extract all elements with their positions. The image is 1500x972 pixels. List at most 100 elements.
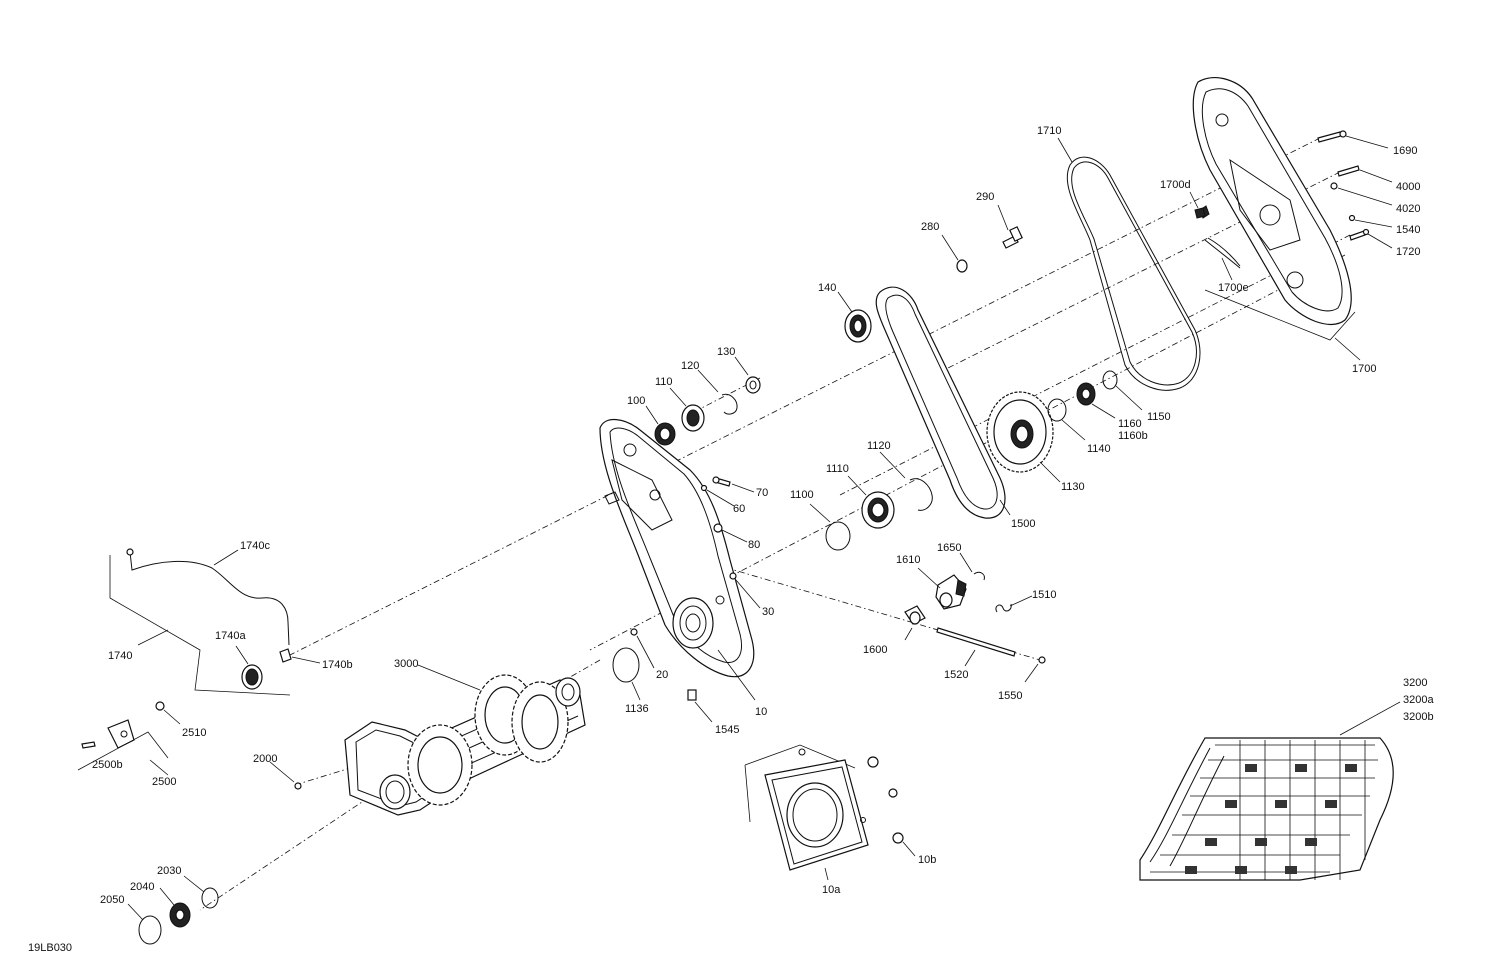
- ring-1100: [809, 503, 851, 551]
- label-1160: 1160: [1118, 418, 1142, 430]
- bolt-1690: [1317, 130, 1389, 149]
- sensor-1740a: [235, 645, 263, 690]
- bearing-1110: [847, 475, 895, 529]
- part-labels: 1690 4000 4020 1540 1720 1700 1700d 1700…: [28, 125, 1434, 954]
- label-80: 80: [748, 539, 760, 551]
- bracket-10-leader: [744, 744, 856, 823]
- bolt-70: [712, 476, 755, 493]
- ring-1120: [879, 451, 933, 511]
- ring-120: [697, 369, 738, 415]
- bracket-1700-leader: [1204, 289, 1361, 361]
- hose-1740: [109, 548, 291, 696]
- label-1720: 1720: [1396, 246, 1420, 258]
- label-140: 140: [818, 282, 836, 294]
- ring-1150: [1102, 370, 1143, 411]
- label-3000: 3000: [394, 658, 418, 670]
- label-3200b: 3200b: [1403, 711, 1434, 723]
- label-1740b: 1740b: [322, 659, 353, 671]
- label-3200: 3200: [1403, 677, 1427, 689]
- label-1600: 1600: [863, 644, 887, 656]
- chain-1500: [875, 286, 1011, 519]
- hose-1700e: [1207, 237, 1241, 281]
- chaincase-10: [599, 419, 756, 701]
- label-1690: 1690: [1393, 145, 1417, 157]
- label-10a: 10a: [822, 884, 841, 896]
- nuts-10b: [798, 748, 916, 857]
- nut-80: [713, 523, 748, 543]
- ring-2050: [127, 903, 162, 945]
- label-100: 100: [627, 395, 645, 407]
- label-290: 290: [976, 191, 994, 203]
- washer-1540: [1348, 214, 1393, 228]
- label-1136: 1136: [625, 703, 649, 715]
- label-2500b: 2500b: [92, 759, 123, 771]
- label-10: 10: [755, 706, 767, 718]
- gasket-1710: [1057, 137, 1201, 391]
- label-20: 20: [656, 669, 668, 681]
- bolt-290: [997, 204, 1023, 249]
- label-120: 120: [681, 360, 699, 372]
- label-3200a: 3200a: [1403, 694, 1434, 706]
- label-1700: 1700: [1352, 363, 1376, 375]
- label-70: 70: [756, 487, 768, 499]
- figure-code: 19LB030: [28, 942, 72, 954]
- label-1740c: 1740c: [240, 540, 270, 552]
- label-1150: 1150: [1147, 411, 1171, 423]
- gear-1130: [986, 391, 1061, 483]
- label-1540: 1540: [1396, 224, 1420, 236]
- label-1110: 1110: [826, 463, 849, 475]
- bolt-2000: [269, 761, 302, 790]
- label-1130: 1130: [1061, 481, 1085, 493]
- seal-100: [645, 405, 676, 446]
- spacer-130: [734, 356, 761, 394]
- plug-30: [729, 572, 761, 609]
- label-1700d: 1700d: [1160, 179, 1191, 191]
- bolt-4000: [1337, 165, 1393, 183]
- label-1610: 1610: [896, 554, 920, 566]
- rod-1520: [936, 627, 1016, 667]
- adjuster-1600: [904, 605, 926, 641]
- washer-4020: [1330, 182, 1393, 206]
- label-1550: 1550: [998, 690, 1022, 702]
- bearing-2040: [159, 887, 191, 928]
- sensor-bracket-2500: [77, 701, 181, 776]
- label-1520: 1520: [944, 669, 968, 681]
- ring-1136: [612, 647, 641, 701]
- plate-10a: [764, 759, 869, 881]
- label-130: 130: [717, 346, 735, 358]
- label-1740: 1740: [108, 650, 132, 662]
- pin-1510: [995, 595, 1033, 613]
- nut-1550: [1024, 656, 1046, 683]
- label-1740a: 1740a: [215, 630, 246, 642]
- label-1650: 1650: [937, 542, 961, 554]
- label-4020: 4020: [1396, 203, 1420, 215]
- label-60: 60: [733, 503, 745, 515]
- tensioner-block-1610: [917, 567, 967, 610]
- label-10b: 10b: [918, 854, 936, 866]
- label-30: 30: [762, 606, 774, 618]
- label-1700e: 1700e: [1218, 282, 1249, 294]
- clip-1700d: [1189, 191, 1206, 219]
- plug-1545: [687, 689, 713, 723]
- label-1160b: 1160b: [1118, 430, 1148, 442]
- label-1140: 1140: [1087, 443, 1111, 455]
- label-2500: 2500: [152, 776, 176, 788]
- label-1545: 1545: [715, 724, 739, 736]
- label-2050: 2050: [100, 894, 124, 906]
- drive-shaft-3000: [344, 664, 586, 816]
- label-4000: 4000: [1396, 181, 1420, 193]
- washer-280: [941, 234, 968, 273]
- ring-2030: [183, 875, 219, 909]
- label-1710: 1710: [1037, 125, 1061, 137]
- bearing-1160: [1076, 382, 1116, 419]
- plug-20: [630, 628, 655, 669]
- washer-60: [700, 484, 735, 507]
- label-1100: 1100: [790, 489, 814, 501]
- clip-1650: [959, 552, 985, 581]
- label-2510: 2510: [182, 727, 206, 739]
- label-2000: 2000: [253, 753, 277, 765]
- label-1500: 1500: [1011, 518, 1035, 530]
- bearing-110: [669, 387, 705, 432]
- bolt-1720: [1349, 228, 1393, 249]
